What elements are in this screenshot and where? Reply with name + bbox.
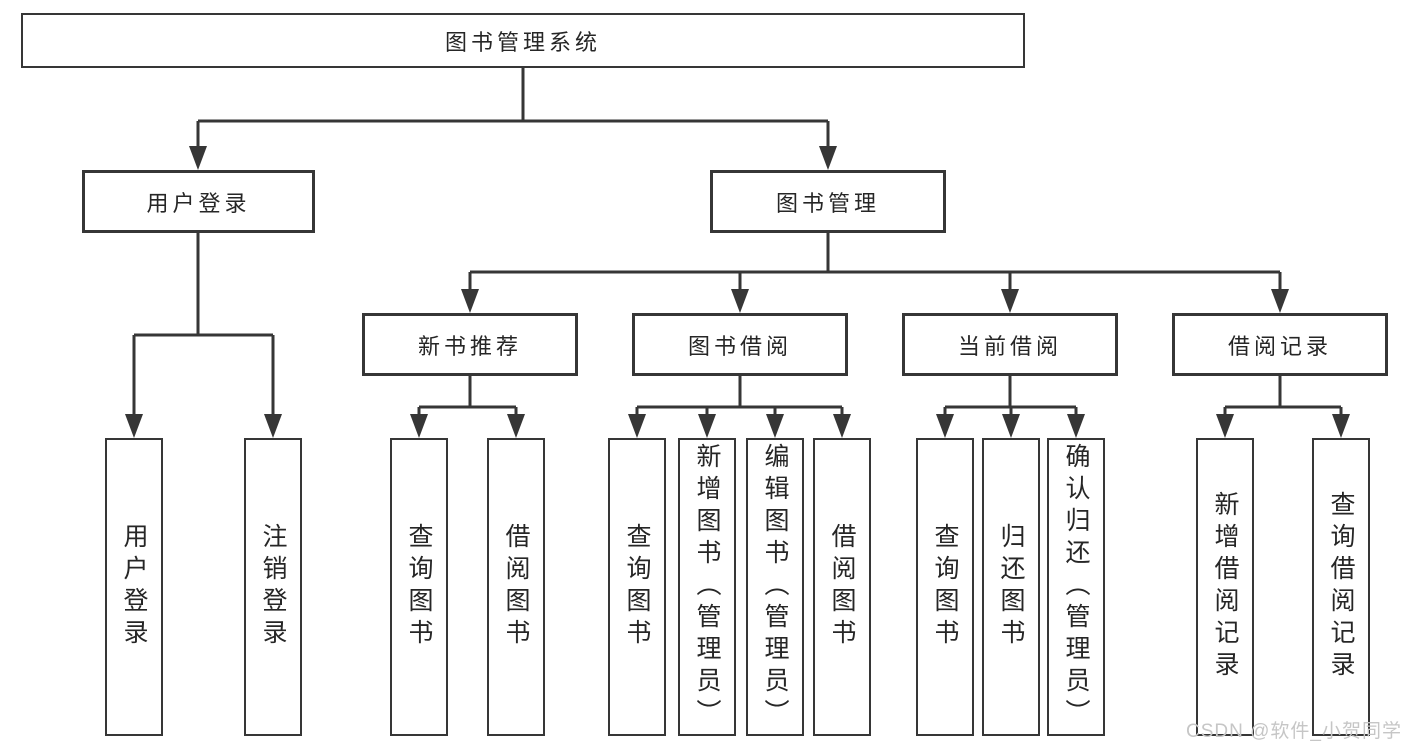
leaf-recommend-borrow-book: 借阅图书 bbox=[487, 438, 545, 736]
node-book-management-branch: 图书管理 bbox=[710, 170, 946, 233]
leaf-records-add-record: 新增借阅记录 bbox=[1196, 438, 1254, 736]
leaf-logout: 注销登录 bbox=[244, 438, 302, 736]
node-new-book-recommend: 新书推荐 bbox=[362, 313, 578, 376]
leaf-borrow-query-book: 查询图书 bbox=[608, 438, 666, 736]
leaf-recommend-query-book: 查询图书 bbox=[390, 438, 448, 736]
leaf-records-query-record: 查询借阅记录 bbox=[1312, 438, 1370, 736]
leaf-borrow-edit-book-admin: 编辑图书（管理员） bbox=[746, 438, 804, 736]
leaf-user-login: 用户登录 bbox=[105, 438, 163, 736]
leaf-current-query-book: 查询图书 bbox=[916, 438, 974, 736]
leaf-borrow-add-book-admin: 新增图书（管理员） bbox=[678, 438, 736, 736]
arrowheads bbox=[125, 146, 1350, 438]
node-root-library-system: 图书管理系统 bbox=[21, 13, 1025, 68]
leaf-borrow-borrow-book: 借阅图书 bbox=[813, 438, 871, 736]
node-user-login-branch: 用户登录 bbox=[82, 170, 315, 233]
leaf-current-confirm-return-admin: 确认归还（管理员） bbox=[1047, 438, 1105, 736]
node-current-borrow: 当前借阅 bbox=[902, 313, 1118, 376]
csdn-watermark: CSDN @软件_小贺同学 bbox=[1186, 721, 1402, 742]
leaf-current-return-book: 归还图书 bbox=[982, 438, 1040, 736]
node-borrow-records: 借阅记录 bbox=[1172, 313, 1388, 376]
node-book-borrow: 图书借阅 bbox=[632, 313, 848, 376]
